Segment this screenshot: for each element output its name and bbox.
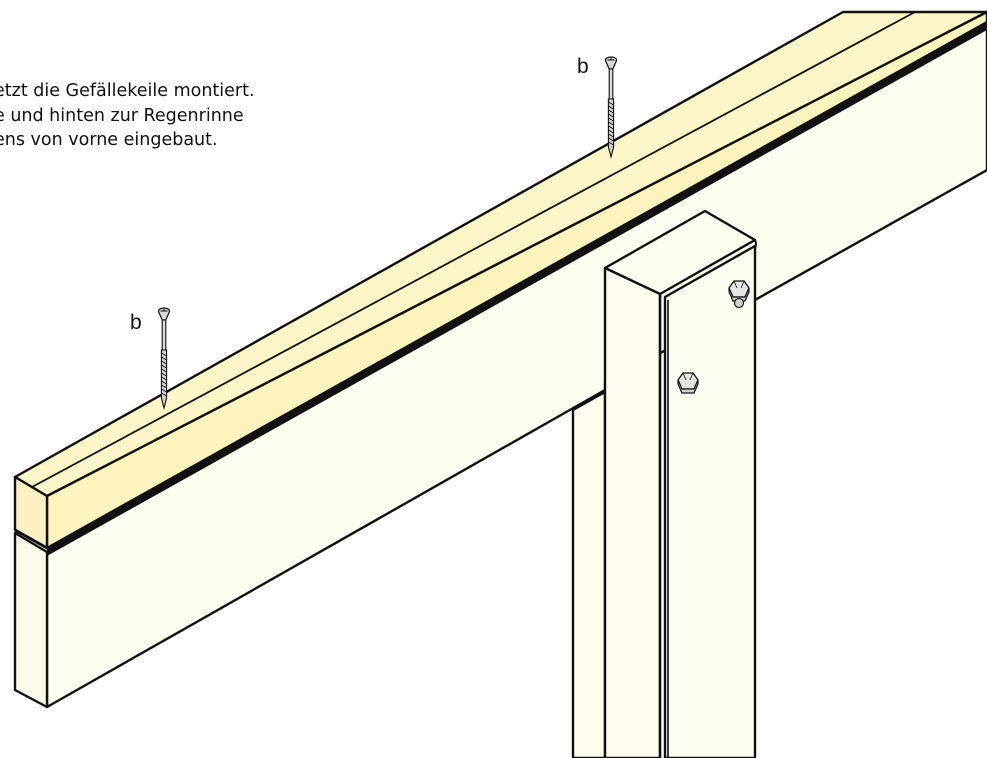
instruction-line-3: ens von vorne eingebaut. (0, 130, 218, 150)
slope-wedge (13, 10, 987, 556)
instruction-line-2: e und hinten zur Regenrinne (0, 105, 244, 126)
instruction-line-1: etzt die Gefällekeile montiert. (0, 81, 255, 101)
screw-label-left: b (130, 311, 142, 334)
rear-post (571, 389, 607, 758)
instruction-text: etzt die Gefällekeile montiert. e und hi… (0, 79, 354, 153)
hex-bolt-icon (677, 372, 699, 394)
hex-bolt-icon (728, 280, 750, 309)
screw-label-right: b (577, 55, 589, 78)
